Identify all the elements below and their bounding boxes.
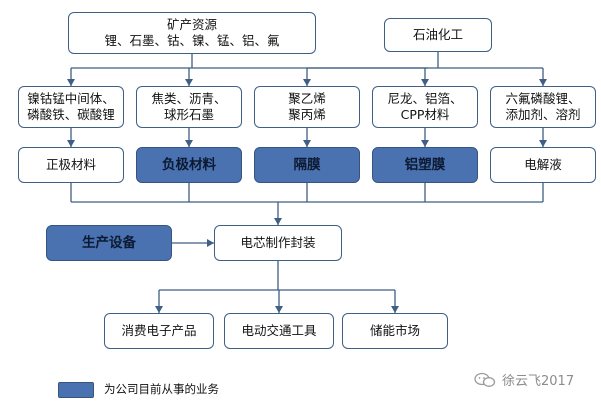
node-electrolyte: 电解液 [490,147,596,183]
wechat-icon [474,372,496,387]
node-separator: 隔膜 [254,147,360,183]
node-energy-storage-label: 储能市场 [369,323,420,338]
arrow-equipment [207,239,214,247]
arrow-component-1 [185,140,193,147]
arrow-app-2 [391,306,399,313]
node-cathode-label: 正极材料 [45,157,96,172]
node-equipment: 生产设备 [46,225,172,261]
node-al-plastic-film-label: 铝塑膜 [404,157,446,173]
node-consumer-electronics: 消费电子产品 [104,313,214,349]
node-petrochem: 石油化工 [384,18,492,52]
node-minerals: 矿产资源 锂、石墨、钴、镍、锰、铝、氟 [68,12,316,54]
arrow-component-0 [67,140,75,147]
node-anode-label: 负极材料 [162,157,216,173]
node-electrolyte-label: 电解液 [524,157,562,172]
arrow-packaging [274,218,282,225]
node-mat-cathode-line1: 镍钴锰中间体、 [27,91,115,106]
node-equipment-label: 生产设备 [82,235,136,251]
arrow-app-1 [275,306,283,313]
legend-label: 为公司目前从事的业务 [104,382,219,396]
node-consumer-electronics-label: 消费电子产品 [121,323,197,338]
arrow-material-0 [67,79,75,86]
arrow-component-3 [421,140,429,147]
node-al-plastic-film: 铝塑膜 [372,147,478,183]
node-mat-electrolyte-line1: 六氟磷酸锂、 [505,91,581,106]
node-mat-separator-line1: 聚乙烯 [288,91,326,106]
node-ev-tools: 电动交通工具 [224,313,334,349]
node-ev-tools-label: 电动交通工具 [241,323,317,338]
arrow-component-4 [539,140,547,147]
node-cell-packaging: 电芯制作封装 [214,225,342,261]
node-mat-film: 尼龙、铝箔、 CPP材料 [372,86,478,128]
node-mat-film-line1: 尼龙、铝箔、 [387,91,463,106]
node-cathode: 正极材料 [18,147,124,183]
node-minerals-line1: 矿产资源 [166,17,217,32]
node-mat-cathode-line2: 磷酸铁、碳酸锂 [27,107,115,122]
node-mat-anode-line2: 球形石墨 [163,107,214,122]
node-anode: 负极材料 [136,147,242,183]
arrow-app-0 [155,306,163,313]
node-mat-anode-line1: 焦类、沥青、 [151,91,227,106]
arrow-material-1 [185,79,193,86]
legend-swatch [58,382,94,398]
watermark-text: 徐云飞2017 [502,374,575,389]
node-mat-cathode: 镍钴锰中间体、 磷酸铁、碳酸锂 [18,86,124,128]
node-cell-packaging-label: 电芯制作封装 [240,235,316,250]
node-mat-separator-line2: 聚丙烯 [288,107,326,122]
node-mat-anode: 焦类、沥青、 球形石墨 [136,86,242,128]
node-mat-electrolyte: 六氟磷酸锂、 添加剂、溶剂 [490,86,596,128]
arrow-material-2 [303,79,311,86]
arrow-material-4 [539,79,547,86]
node-mat-electrolyte-line2: 添加剂、溶剂 [505,107,581,122]
node-petrochem-label: 石油化工 [412,27,463,42]
arrow-material-3 [421,79,429,86]
node-separator-label: 隔膜 [293,157,321,173]
watermark: 徐云飞2017 [474,370,574,389]
node-mat-separator: 聚乙烯 聚丙烯 [254,86,360,128]
node-mat-film-line2: CPP材料 [400,107,450,122]
node-energy-storage: 储能市场 [342,313,448,349]
arrow-component-2 [303,140,311,147]
node-minerals-line2: 锂、石墨、钴、镍、锰、铝、氟 [104,33,280,48]
